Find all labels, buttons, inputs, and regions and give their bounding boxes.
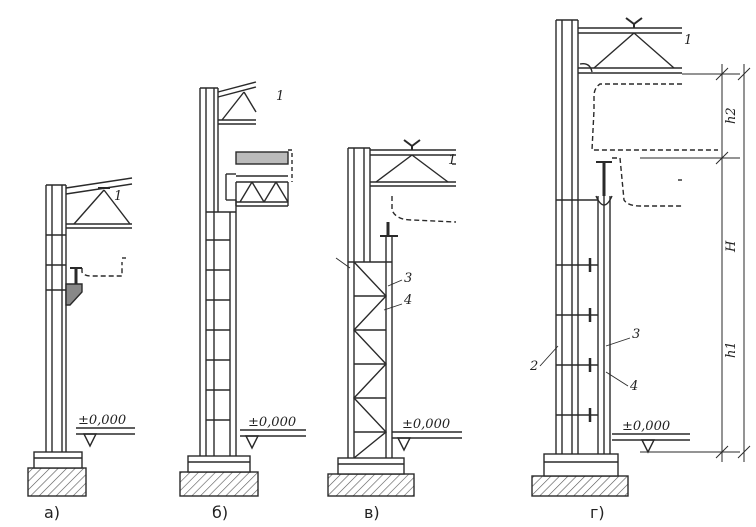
- dim-h2-g: h2: [724, 107, 739, 124]
- caption-v: в): [364, 503, 380, 522]
- label-1-v: 1: [448, 153, 456, 168]
- zero-level-b: [240, 429, 306, 450]
- base-plate-b: [187, 455, 251, 473]
- label-4-v: 4: [403, 293, 412, 308]
- foundation-g: [531, 475, 629, 497]
- label-2-g: 2: [529, 359, 538, 374]
- foundation-b: [179, 471, 259, 497]
- roof-truss-b: [217, 81, 257, 125]
- base-plate-v: [337, 457, 405, 475]
- foundation-a: [27, 467, 87, 497]
- column-g: [531, 17, 751, 497]
- label-3-g: 3: [632, 327, 640, 342]
- roof-truss-v: [370, 139, 456, 187]
- roof-truss-a: [65, 177, 133, 229]
- level-mark-g: ±0,000: [622, 419, 670, 434]
- lattice-v: [353, 261, 388, 459]
- crane-outline-g: [591, 83, 718, 151]
- crane-console-a: [65, 283, 83, 306]
- label-1-a: 1: [114, 189, 122, 204]
- roof-truss-g: [578, 17, 682, 74]
- foundation-v: [327, 473, 415, 497]
- level-mark-a: ±0,000: [78, 413, 126, 428]
- crane-beam-v: [391, 196, 457, 223]
- dim-h1-g: h1: [724, 341, 739, 358]
- column-a: [27, 177, 135, 497]
- column-v: [327, 139, 462, 497]
- column-shaft-b: [199, 87, 237, 456]
- label-1-b: 1: [276, 89, 284, 104]
- roof-branch-g: [555, 19, 579, 454]
- level-mark-v: ±0,000: [402, 417, 450, 432]
- zero-level-g: [612, 433, 690, 454]
- label-3-v: 3: [404, 271, 412, 286]
- dim-total-g: H: [724, 240, 739, 253]
- column-shaft-a: [45, 184, 67, 452]
- level-mark-b: ±0,000: [248, 415, 296, 430]
- zero-level-v: [392, 431, 462, 452]
- crane-branch-g: [578, 161, 613, 454]
- column-shaft-v: [347, 147, 398, 459]
- crane-truss-b: [225, 149, 293, 207]
- caption-a: а): [44, 503, 60, 522]
- label-1-g: 1: [684, 33, 692, 48]
- zero-level-a: [76, 427, 135, 448]
- caption-g: г): [590, 503, 605, 522]
- base-plate-a: [33, 451, 83, 469]
- base-plate-g: [543, 453, 619, 477]
- label-4-g: 4: [629, 379, 638, 394]
- dimension-line-g: [640, 64, 751, 462]
- crane-beam-a: [81, 262, 123, 277]
- column-b: [179, 81, 306, 497]
- caption-b: б): [212, 503, 228, 522]
